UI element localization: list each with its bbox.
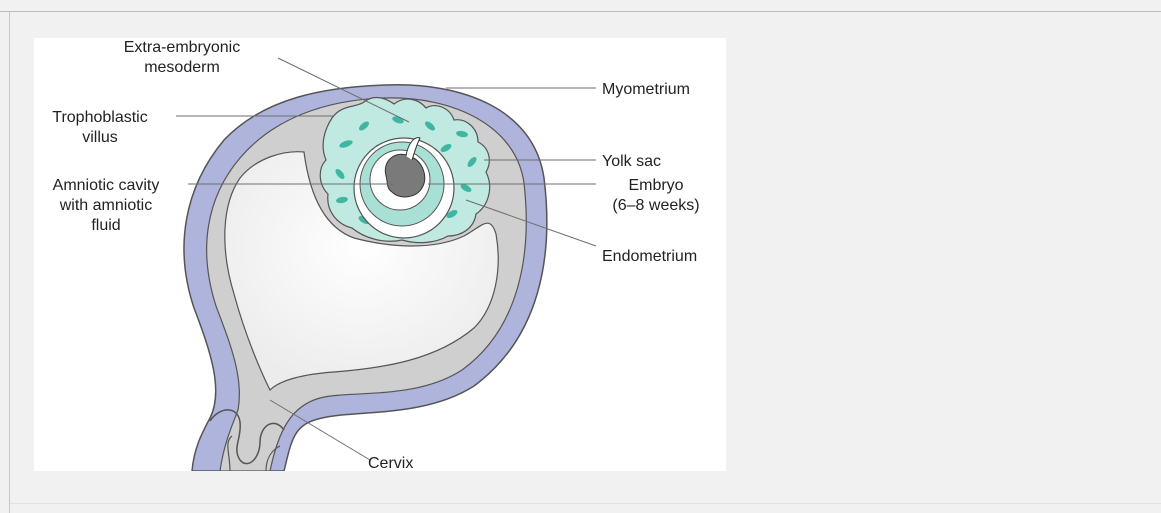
label-villus: villus (82, 129, 118, 146)
label-endometrium: Endometrium (602, 248, 697, 265)
label-yolk-sac: Yolk sac (602, 153, 661, 170)
label-with-amniotic: with amniotic (59, 197, 152, 214)
label-mesoderm: mesoderm (144, 59, 220, 76)
label-fluid: fluid (91, 217, 120, 234)
label-extra-embryonic: Extra-embryonic (124, 39, 240, 56)
label-cervix: Cervix (368, 455, 413, 471)
label-amniotic-cavity: Amniotic cavity (53, 177, 160, 194)
top-divider (0, 11, 1161, 12)
diagram-figure: Extra-embryonic mesoderm Trophoblastic v… (34, 38, 726, 471)
label-embryo: Embryo (628, 177, 683, 194)
bottom-divider (10, 503, 1161, 504)
label-myometrium: Myometrium (602, 81, 690, 98)
left-divider (9, 12, 10, 513)
label-trophoblastic: Trophoblastic (52, 109, 147, 126)
label-embryo-age: (6–8 weeks) (612, 197, 699, 214)
pregnancy-diagram: Extra-embryonic mesoderm Trophoblastic v… (34, 38, 726, 471)
